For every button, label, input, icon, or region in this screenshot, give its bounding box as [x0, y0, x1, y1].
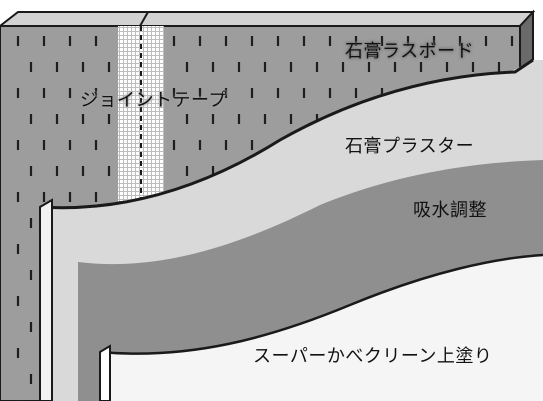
plaster-label: 石膏プラスター [345, 136, 475, 157]
finish-label: スーパーかべクリーン上塗り [253, 346, 493, 367]
plaster-edge [39, 58, 534, 210]
finish-edge [99, 253, 543, 355]
lath-board-top-edge [0, 11, 536, 27]
finish-side-edge [99, 344, 111, 401]
absorption-label: 吸水調整 [413, 200, 487, 221]
finish-layer [100, 255, 543, 401]
plaster-side-edge [39, 198, 53, 401]
lath-board-label: 石膏ラスボード [345, 41, 475, 62]
board-joint-seam-top [139, 11, 149, 27]
joint-tape-label: ジョイントテープ [80, 90, 227, 111]
